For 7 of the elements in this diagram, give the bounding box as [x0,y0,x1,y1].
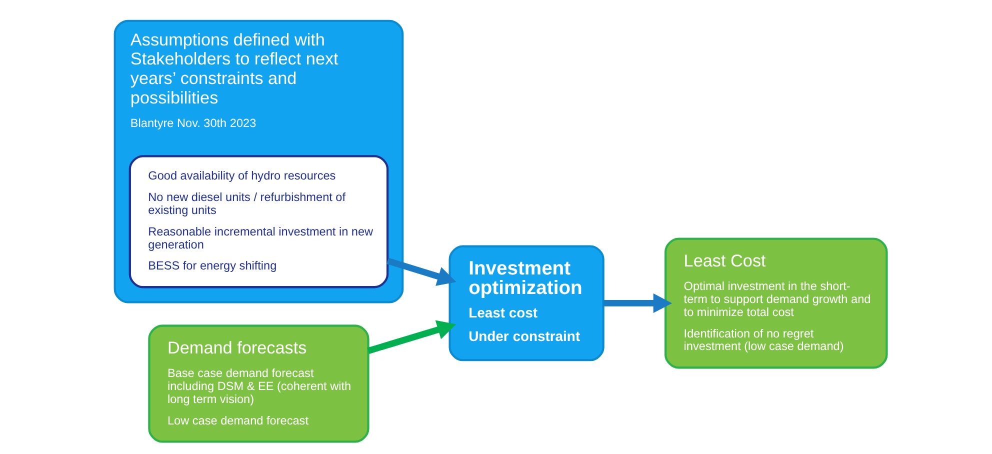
arrow [603,293,672,314]
node-box: Demand forecasts Base case demand forecast including DSM & EE (coherent with long term vision) Low case demand forecast [148,324,369,443]
node-box: Good availability of hydro resources No new diesel units / refurbishment of existing units Reasonable incremental investment in new generation BESS for energy shifting [128,155,388,288]
node-box: Least Cost Optimal investment in the short-term to support demand growth and to minimize total cost Identification of no regret investment (low case demand) [664,238,888,369]
arrow [386,258,456,286]
node-box: Investment optimization Least cost Under constraint [448,245,604,362]
arrow [366,320,456,354]
